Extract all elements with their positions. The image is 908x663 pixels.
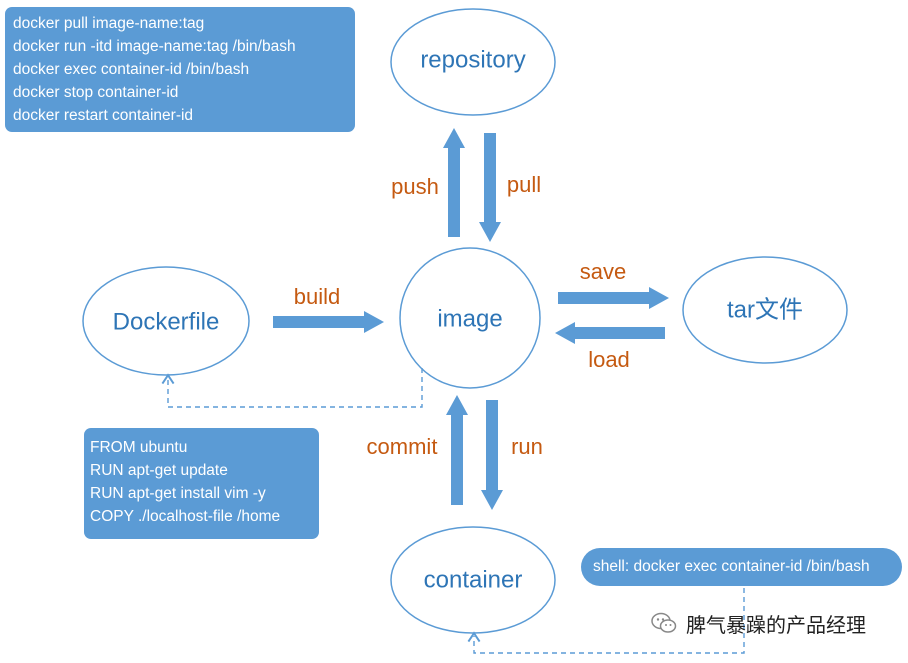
dockerfile-line: RUN apt-get update [90, 462, 228, 479]
dockerfile-line: COPY ./localhost-file /home [90, 508, 281, 525]
node-dockerfile[interactable]: Dockerfile [82, 266, 250, 376]
dockerfile-line: FROM ubuntu [90, 439, 188, 456]
dockerfile-content-note: FROM ubuntu RUN apt-get update RUN apt-g… [84, 428, 319, 539]
edge-label-push: push [391, 174, 439, 199]
command-line: docker exec container-id /bin/bash [13, 61, 250, 78]
arrow-build [273, 311, 384, 333]
arrow-commit [446, 395, 468, 505]
shell-command-text: shell: docker exec container-id /bin/bas… [593, 558, 870, 575]
dashed-shell-to-container [467, 588, 745, 654]
arrow-push [443, 128, 465, 237]
arrow-pull [479, 133, 501, 242]
edge-label-pull: pull [507, 172, 541, 197]
command-line: docker run -itd image-name:tag /bin/bash [13, 38, 296, 55]
watermark: 脾气暴躁的产品经理 [650, 606, 866, 640]
edge-label-commit: commit [367, 434, 438, 459]
node-container-label: container [424, 566, 523, 593]
node-repository-label: repository [420, 46, 525, 73]
command-line: docker stop container-id [13, 84, 179, 101]
node-container[interactable]: container [390, 526, 556, 634]
dockerfile-line: RUN apt-get install vim -y [90, 485, 266, 502]
docker-commands-note: docker pull image-name:tag docker run -i… [5, 7, 355, 132]
arrow-load [555, 322, 665, 344]
watermark-text: 脾气暴躁的产品经理 [686, 612, 866, 637]
edge-label-run: run [511, 434, 543, 459]
wechat-icon [651, 612, 677, 633]
arrow-save [558, 287, 669, 309]
node-repository[interactable]: repository [390, 8, 556, 116]
node-dockerfile-label: Dockerfile [113, 308, 220, 335]
node-tar-label: tar文件 [727, 296, 803, 323]
command-line: docker pull image-name:tag [13, 15, 205, 32]
arrow-run [481, 400, 503, 510]
edge-label-build: build [294, 284, 340, 309]
edge-label-save: save [580, 259, 626, 284]
node-image-label: image [437, 305, 502, 332]
dashed-image-to-dockerfile [161, 368, 423, 408]
edge-label-load: load [588, 347, 630, 372]
node-image[interactable]: image [399, 247, 541, 389]
node-tar[interactable]: tar文件 [682, 256, 848, 364]
shell-command-note: shell: docker exec container-id /bin/bas… [581, 548, 902, 586]
command-line: docker restart container-id [13, 107, 194, 124]
